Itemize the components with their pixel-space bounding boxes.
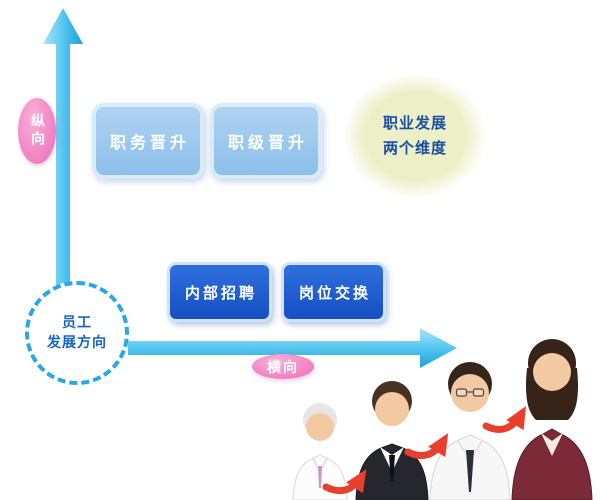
box-rank-promotion-label: 职级晋升 bbox=[227, 133, 308, 152]
origin-label-line1: 员工 bbox=[62, 315, 92, 331]
business-woman-icon bbox=[511, 339, 593, 500]
horizontal-axis-label: 横向 bbox=[252, 354, 314, 379]
note-line1: 职业发展 bbox=[382, 114, 447, 132]
box-internal-recruitment-label: 内部招聘 bbox=[184, 283, 257, 302]
shirt-tie-man-icon bbox=[429, 362, 511, 500]
horizontal-axis-label-text: 横向 bbox=[267, 359, 299, 376]
elderly-man-icon bbox=[292, 403, 348, 500]
note-line2: 两个维度 bbox=[382, 139, 447, 157]
vertical-axis-label-text: 纵向 bbox=[29, 113, 45, 149]
black-suit-man-icon bbox=[355, 381, 429, 500]
box-job-exchange: 岗位交换 bbox=[281, 262, 386, 322]
origin-circle: 员工 发展方向 bbox=[25, 281, 129, 385]
box-rank-promotion: 职级晋升 bbox=[210, 103, 322, 179]
origin-label-line2: 发展方向 bbox=[47, 335, 107, 351]
career-dimensions-note: 职业发展 两个维度 bbox=[343, 73, 487, 199]
box-internal-recruitment: 内部招聘 bbox=[167, 262, 272, 322]
box-position-promotion: 职务晋升 bbox=[92, 103, 204, 179]
red-curved-arrow-icon bbox=[322, 406, 527, 495]
box-job-exchange-label: 岗位交换 bbox=[298, 283, 371, 302]
vertical-axis-label: 纵向 bbox=[18, 98, 56, 164]
box-position-promotion-label: 职务晋升 bbox=[109, 133, 190, 152]
